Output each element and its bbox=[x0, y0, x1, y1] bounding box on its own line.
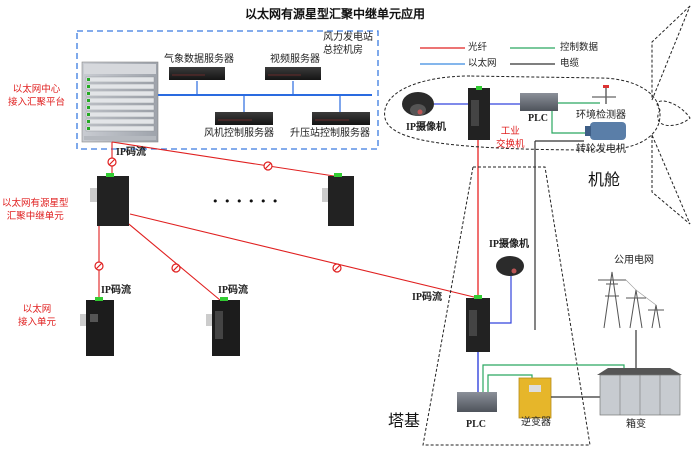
rack-line-card bbox=[85, 118, 155, 125]
fiber-connector-slash bbox=[173, 265, 179, 271]
rack-line-card bbox=[85, 97, 155, 104]
box-transformer-label: 箱变 bbox=[626, 419, 646, 430]
rack-led bbox=[87, 113, 90, 116]
rack-led bbox=[87, 85, 90, 88]
tower-base-title: 塔基 bbox=[388, 411, 421, 430]
nacelle-outline bbox=[384, 75, 661, 151]
rack-line-card bbox=[85, 90, 155, 97]
nacelle-industrial-switch bbox=[468, 86, 490, 140]
generator-label: 转轮发电机 bbox=[576, 144, 626, 155]
wheel-generator bbox=[585, 122, 626, 140]
rack-led bbox=[87, 92, 90, 95]
rack-line-card bbox=[85, 83, 155, 90]
fiber-connector-slash bbox=[265, 163, 271, 169]
rack-line-card bbox=[85, 111, 155, 118]
access-unit-label: 以太网 接入单元 bbox=[18, 305, 57, 328]
control-room-label-line1: 风力发电站 bbox=[323, 32, 373, 43]
ip-stream-label-access2: IP码流 bbox=[218, 285, 248, 296]
fiber-connector-slash bbox=[334, 265, 340, 271]
access-switch-2 bbox=[206, 297, 240, 356]
server-turbine-control-label: 风机控制服务器 bbox=[204, 128, 274, 139]
legend-ethernet-label: 以太网 bbox=[468, 58, 497, 69]
rack-led bbox=[87, 106, 90, 109]
box-transformer bbox=[597, 368, 682, 416]
tower-camera-label: IP摄像机 bbox=[489, 239, 529, 250]
tower-outline bbox=[422, 166, 591, 446]
nacelle-camera-label: IP摄像机 bbox=[406, 122, 446, 133]
server-turbine-control bbox=[215, 112, 273, 125]
fiber-connector-slash bbox=[96, 263, 102, 269]
nacelle-switch-label: 工业 交换机 bbox=[496, 127, 525, 150]
legend-cable-label: 电缆 bbox=[560, 58, 580, 69]
rack-line-card bbox=[85, 125, 155, 132]
ip-stream-label-tower: IP码流 bbox=[412, 292, 442, 303]
server-video-label: 视频服务器 bbox=[270, 54, 320, 65]
tower-plc-label: PLC bbox=[466, 419, 486, 430]
tower-industrial-switch bbox=[466, 295, 490, 352]
server-booster-control bbox=[312, 112, 370, 125]
env-detector-label: 环境检测器 bbox=[576, 110, 626, 121]
server-video bbox=[265, 67, 321, 80]
nacelle-title: 机舱 bbox=[588, 170, 621, 189]
nacelle-plc-label: PLC bbox=[528, 113, 548, 124]
core-switch-chassis bbox=[81, 61, 159, 143]
server-weather bbox=[169, 67, 225, 80]
rack-line-card bbox=[85, 104, 155, 111]
fiber-connector-markers bbox=[94, 157, 342, 273]
server-weather-label: 气象数据服务器 bbox=[164, 54, 234, 65]
control-room-box bbox=[76, 30, 379, 150]
more-relays-ellipsis: • • • • • • bbox=[212, 195, 280, 208]
relay-switch-secondary bbox=[322, 173, 354, 226]
access-switch-1 bbox=[80, 297, 114, 356]
nacelle-camera bbox=[402, 92, 434, 116]
inverter-label: 逆变器 bbox=[521, 417, 551, 428]
rack-line-card bbox=[85, 76, 155, 83]
rack-led bbox=[87, 127, 90, 130]
public-grid-label: 公用电网 bbox=[614, 255, 654, 266]
rack-led bbox=[87, 99, 90, 102]
diagram-title: 以太网有源星型汇聚中继单元应用 bbox=[245, 7, 426, 21]
ip-stream-label-access1: IP码流 bbox=[101, 285, 131, 296]
inverter bbox=[518, 377, 552, 419]
nacelle-plc bbox=[520, 93, 558, 111]
relay-switch-main bbox=[90, 173, 129, 226]
server-booster-control-label: 升压站控制服务器 bbox=[290, 128, 370, 139]
tower-plc bbox=[457, 392, 497, 412]
fiber-connector-slash bbox=[109, 159, 115, 165]
public-grid-towers bbox=[598, 271, 664, 329]
fiber-links bbox=[98, 140, 479, 301]
rack-led bbox=[87, 78, 90, 81]
tower-camera bbox=[496, 256, 524, 276]
rack-led bbox=[87, 120, 90, 123]
env-detector bbox=[592, 85, 616, 104]
turbine-rotor bbox=[651, 5, 691, 225]
center-platform-label: 以太网中心 接入汇聚平台 bbox=[8, 85, 66, 108]
relay-unit-label: 以太网有源星型 汇聚中继单元 bbox=[2, 199, 69, 222]
legend-control-data-label: 控制数据 bbox=[560, 42, 599, 53]
ip-stream-label-core: IP码流 bbox=[116, 147, 146, 158]
control-room-label-line2: 总控机房 bbox=[323, 45, 363, 56]
legend-fiber-label: 光纤 bbox=[468, 42, 488, 53]
